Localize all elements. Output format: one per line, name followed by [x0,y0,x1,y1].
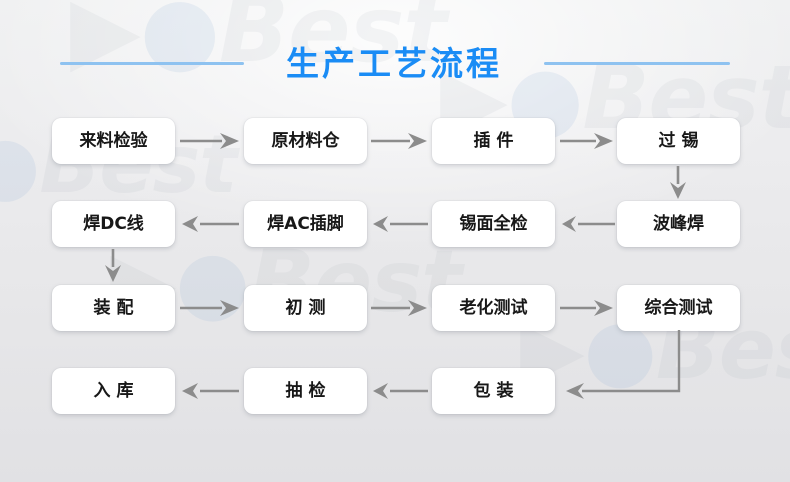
flow-node-yuancailiaocang[interactable]: 原材料仓 [244,118,367,164]
arrow-r1-c1-to-c0-icon [182,214,240,234]
flow-node-zhuangpei[interactable]: 装配 [52,285,175,331]
arrow-r1-c3-to-c2-icon [562,214,616,234]
flow-node-lailiaojianyan[interactable]: 来料检验 [52,118,175,164]
flow-node-chuce[interactable]: 初测 [244,285,367,331]
flow-node-label: 插件 [473,130,520,151]
flow-node-guoxi[interactable]: 过锡 [617,118,740,164]
flow-node-label: 老化测试 [459,297,528,318]
flow-node-label: 入库 [93,380,140,401]
flow-node-label: 包装 [473,380,520,401]
arrow-r3-c1-to-c0-icon [182,381,240,401]
flow-node-ruku[interactable]: 入库 [52,368,175,414]
flow-node-label: 原材料仓 [271,130,340,151]
arrow-r0-c2-to-c3-icon [560,131,614,151]
flow-node-label: 装配 [93,297,140,318]
flow-node-hanacchajiao[interactable]: 焊AC插脚 [244,201,367,247]
arrow-r1-c2-to-c1-icon [373,214,429,234]
flow-node-label: 焊AC插脚 [267,213,344,234]
flow-node-handcxian[interactable]: 焊DC线 [52,201,175,247]
arrow-r2-c1-to-c2-icon [371,298,428,318]
flow-node-ximianquanjian[interactable]: 锡面全检 [432,201,555,247]
flow-node-laohuaceshi[interactable]: 老化测试 [432,285,555,331]
flow-node-chajian[interactable]: 插件 [432,118,555,164]
elbow-r2-c3-down-left-to-r3-c2-icon [560,330,700,405]
arrow-r3-c2-to-c1-icon [373,381,429,401]
page-title: 生产工艺流程 [286,43,502,83]
title-rule-right [544,61,730,65]
flow-node-label: 过锡 [658,130,705,151]
flow-node-label: 锡面全检 [459,213,528,234]
arrow-r2-c2-to-c3-icon [560,298,614,318]
arrow-r0-c3-down-to-r1-c3-icon [668,166,688,200]
flow-node-label: 初测 [285,297,332,318]
arrow-r0-c0-to-c1-icon [180,131,240,151]
flow-node-choujian[interactable]: 抽检 [244,368,367,414]
page-title-row: 生产工艺流程 [0,36,790,90]
arrow-r1-c0-down-to-r2-c0-icon [103,249,123,283]
flow-node-bofenghan[interactable]: 波峰焊 [617,201,740,247]
flow-node-zongheceshi[interactable]: 综合测试 [617,285,740,331]
flow-node-baozhuang[interactable]: 包装 [432,368,555,414]
flow-node-label: 波峰焊 [653,213,704,234]
flow-node-label: 抽检 [285,380,332,401]
flow-node-label: 来料检验 [79,130,148,151]
arrow-r2-c0-to-c1-icon [180,298,240,318]
title-rule-left [60,61,244,65]
arrow-r0-c1-to-c2-icon [371,131,428,151]
flow-node-label: 焊DC线 [83,213,144,234]
flow-node-label: 综合测试 [644,297,713,318]
